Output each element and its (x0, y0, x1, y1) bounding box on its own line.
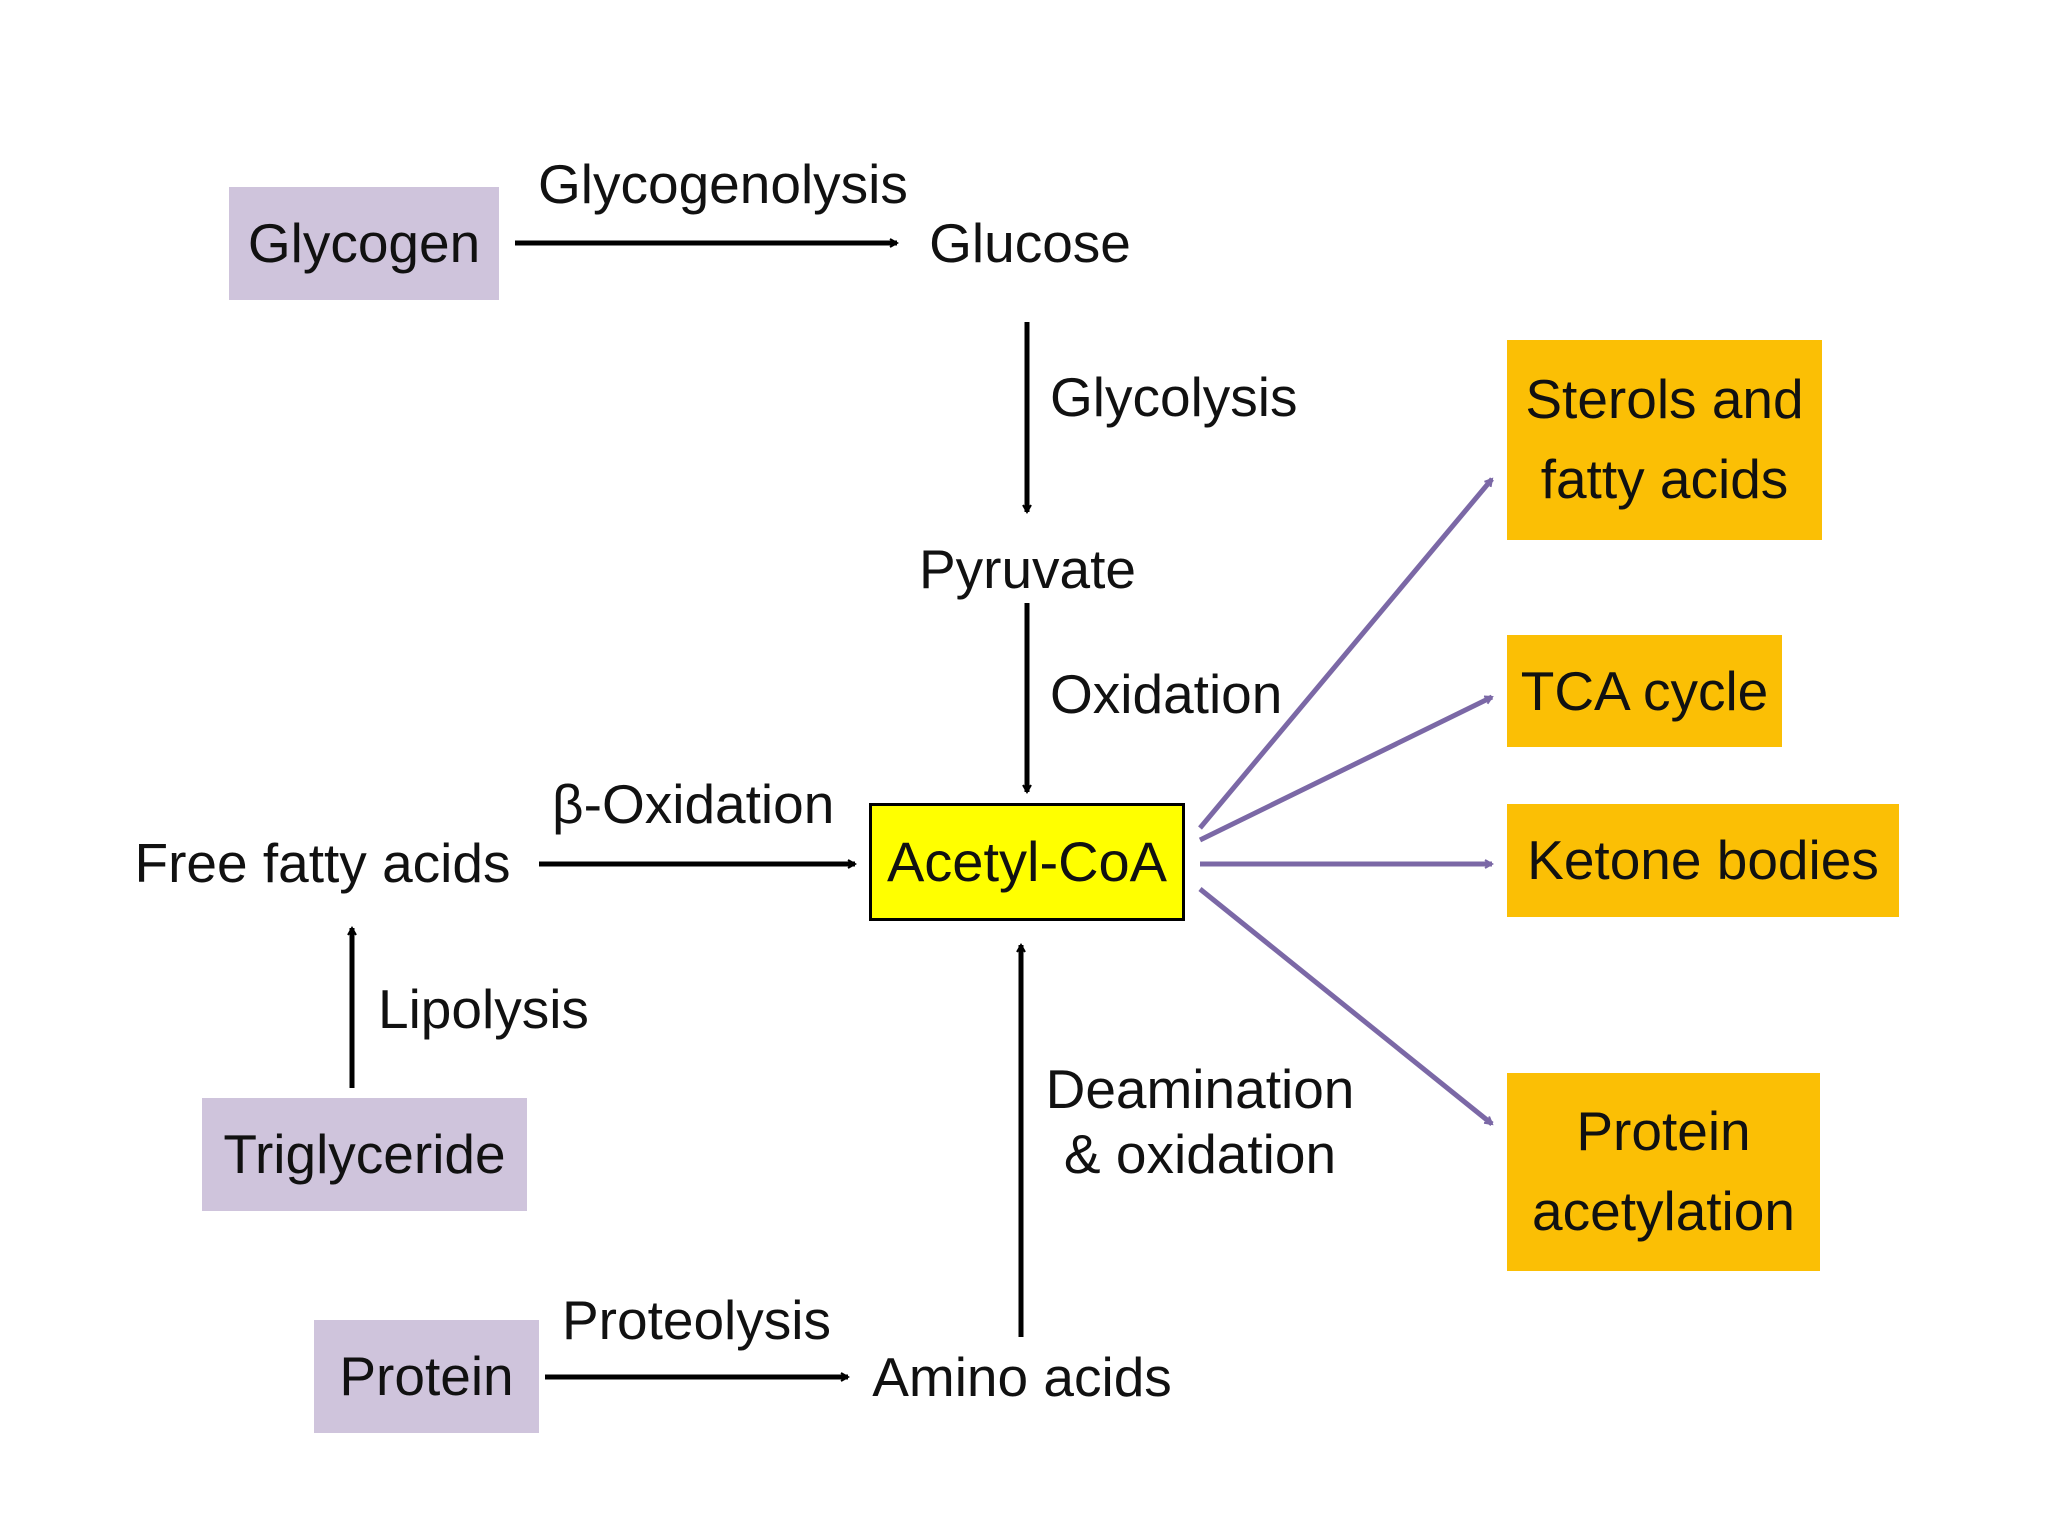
glycolysis-label: Glycolysis (1050, 366, 1298, 428)
proteolysis-label: Proteolysis (562, 1289, 831, 1351)
protein-acetylation-line-1: Protein (1576, 1100, 1751, 1163)
acetyl-coa-box: Acetyl-CoA (869, 803, 1185, 921)
sterols-line-1: Sterols and (1525, 368, 1804, 431)
glucose-node: Glucose (929, 212, 1131, 275)
pyruvate-node: Pyruvate (918, 538, 1137, 601)
glycogen-box: Glycogen (229, 187, 499, 300)
sterols-line-2: fatty acids (1540, 448, 1789, 510)
protein-acetylation-line-2: acetylation (1532, 1180, 1795, 1242)
deamination-label: Deamination & oxidation (1040, 1057, 1360, 1187)
triglyceride-box: Triglyceride (202, 1098, 527, 1211)
glycogenolysis-label: Glycogenolysis (538, 153, 908, 215)
amino-acids-node: Amino acids (872, 1346, 1172, 1409)
free-fatty-acids-node: Free fatty acids (134, 832, 511, 895)
arrow-to-protein-acetylation (1198, 887, 1492, 1126)
arrow-to-tca-cycle (1198, 694, 1492, 843)
lipolysis-label: Lipolysis (378, 978, 589, 1040)
tca-cycle-box: TCA cycle (1507, 635, 1782, 747)
deamination-line-1: Deamination (1045, 1058, 1355, 1120)
sterols-fatty-acids-box: Sterols and fatty acids (1507, 340, 1822, 540)
beta-oxidation-label: β-Oxidation (552, 773, 835, 835)
oxidation-label: Oxidation (1050, 663, 1283, 725)
protein-box: Protein (314, 1320, 539, 1433)
protein-acetylation-box: Protein acetylation (1507, 1073, 1820, 1271)
ketone-bodies-box: Ketone bodies (1507, 804, 1899, 917)
arrow-to-sterols (1198, 477, 1494, 830)
deamination-line-2: & oxidation (1063, 1122, 1337, 1185)
